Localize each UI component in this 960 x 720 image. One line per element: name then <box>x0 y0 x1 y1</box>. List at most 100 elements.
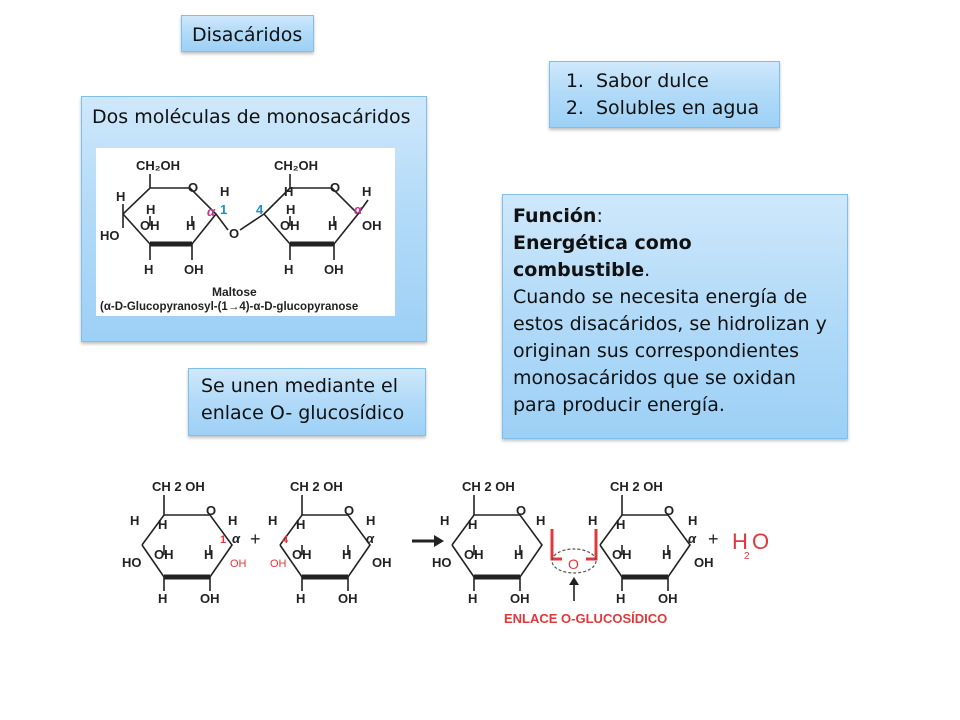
h-label: H <box>588 513 597 528</box>
properties-box: Sabor dulce Solubles en agua <box>549 61 780 128</box>
water-subscript: 2 <box>744 551 750 562</box>
reacting-oh-label: OH <box>230 558 247 570</box>
carbon-1-label: 1 <box>220 534 226 546</box>
glycosidic-oxygen-label: O <box>229 226 239 241</box>
function-heading-suffix: : <box>596 205 603 227</box>
h-label: H <box>146 202 155 217</box>
linkage-box: Se unen mediante el enlace O- glucosídic… <box>188 368 426 436</box>
carbon-4-label: 4 <box>256 202 264 217</box>
ring-oxygen-label: O <box>206 503 216 518</box>
bridge-oxygen-label: O <box>568 556 579 572</box>
title-box: Disacáridos <box>181 15 314 52</box>
oh-label: OH <box>280 218 300 233</box>
plus-sign: + <box>708 529 719 549</box>
reacting-oh-label: OH <box>270 558 287 570</box>
carbon-4-label: 4 <box>282 534 289 546</box>
function-subtitle-suffix: . <box>644 259 651 281</box>
h-label: H <box>286 202 295 217</box>
alpha-label: α <box>688 531 697 546</box>
ring-oxygen-label: O <box>188 180 198 195</box>
h-label: H <box>440 513 449 528</box>
maltose-name: Maltose <box>212 285 257 299</box>
ch2oh-label: CH 2 OH <box>152 479 205 494</box>
ring-oxygen-label: O <box>330 180 340 195</box>
condensation-reaction-diagram: CH 2 OH O H H H HO OH H H OH 1 α OH + CH… <box>122 479 769 626</box>
h-label: H <box>688 513 697 528</box>
oh-label: OH <box>658 591 678 606</box>
carbon-1-label: 1 <box>220 202 227 217</box>
oh-label: OH <box>140 218 160 233</box>
oh-label: OH <box>324 262 344 277</box>
h-label: H <box>284 184 293 199</box>
function-subtitle: Energética como combustible <box>513 232 692 281</box>
oh-label: OH <box>184 262 204 277</box>
oh-label: OH <box>612 547 632 562</box>
monosaccharides-label: Dos moléculas de monosacáridos <box>92 106 411 128</box>
h-label: H <box>268 513 277 528</box>
ho-label: HO <box>122 555 142 570</box>
h-label: H <box>328 218 337 233</box>
ring-oxygen-label: O <box>344 503 354 518</box>
function-heading: Función <box>513 205 597 227</box>
glycosidic-bond-label: ENLACE O-GLUCOSÍDICO <box>504 611 667 626</box>
oh-label: OH <box>464 547 484 562</box>
ch2oh-label: CH 2 OH <box>610 479 663 494</box>
h-label: H <box>362 184 371 199</box>
h-label: H <box>366 513 375 528</box>
title-text: Disacáridos <box>192 24 303 46</box>
h-label: H <box>284 262 293 277</box>
h-label: H <box>116 189 125 204</box>
alpha-label: α <box>366 531 375 546</box>
h-label: H <box>158 591 167 606</box>
oh-label: OH <box>338 591 358 606</box>
linkage-line: enlace O- glucosídico <box>201 402 405 424</box>
alpha-label: α <box>232 531 241 546</box>
maltose-systematic-name: (α-D-Glucopyranosyl-(1→4)-α-D-glucopyran… <box>100 301 358 313</box>
oh-label: OH <box>510 591 530 606</box>
oh-label: OH <box>200 591 220 606</box>
h-label: H <box>204 547 213 562</box>
h-label: H <box>296 517 305 532</box>
h-label: H <box>144 262 153 277</box>
linkage-line: Se unen mediante el <box>201 375 399 397</box>
h-label: H <box>220 184 229 199</box>
ch2oh-label: CH₂OH <box>274 158 318 173</box>
plus-sign: + <box>250 529 261 549</box>
properties-list: Sabor dulce Solubles en agua <box>562 68 779 122</box>
ch2oh-label: CH₂OH <box>136 158 180 173</box>
ring-oxygen-label: O <box>516 503 526 518</box>
property-item: Solubles en agua <box>590 95 779 122</box>
h-label: H <box>536 513 545 528</box>
ch2oh-label: CH 2 OH <box>462 479 515 494</box>
oh-label: OH <box>372 555 392 570</box>
ring-oxygen-label: O <box>664 503 674 518</box>
ho-label: HO <box>432 555 452 570</box>
h-label: H <box>342 547 351 562</box>
h-label: H <box>296 591 305 606</box>
oh-label: OH <box>362 218 382 233</box>
property-item: Sabor dulce <box>590 68 779 95</box>
alpha-label: α <box>207 204 216 219</box>
function-box: Función: Energética como combustible. Cu… <box>502 194 848 439</box>
h-label: H <box>186 218 195 233</box>
h-label: H <box>130 513 139 528</box>
oh-label: OH <box>292 547 312 562</box>
alpha-label: α <box>354 202 363 217</box>
h-label: H <box>468 591 477 606</box>
oh-label: OH <box>154 547 174 562</box>
function-subtitle-line: Energética como combustible. <box>513 230 835 284</box>
function-body: Cuando se necesita energía de estos disa… <box>513 286 827 416</box>
h-label: H <box>514 547 523 562</box>
h-label: H <box>616 517 625 532</box>
water-h-label: H <box>732 529 748 554</box>
h-label: H <box>228 513 237 528</box>
oh-label: OH <box>694 555 714 570</box>
water-o-label: O <box>752 529 769 554</box>
h-label: H <box>158 517 167 532</box>
maltose-structure: CH₂OH O H HO H OH H H OH H α 1 O 4 CH₂OH… <box>96 148 395 316</box>
ch2oh-label: CH 2 OH <box>290 479 343 494</box>
h-label: H <box>468 517 477 532</box>
h-label: H <box>662 547 671 562</box>
ho-label: HO <box>100 228 120 243</box>
h-label: H <box>616 591 625 606</box>
